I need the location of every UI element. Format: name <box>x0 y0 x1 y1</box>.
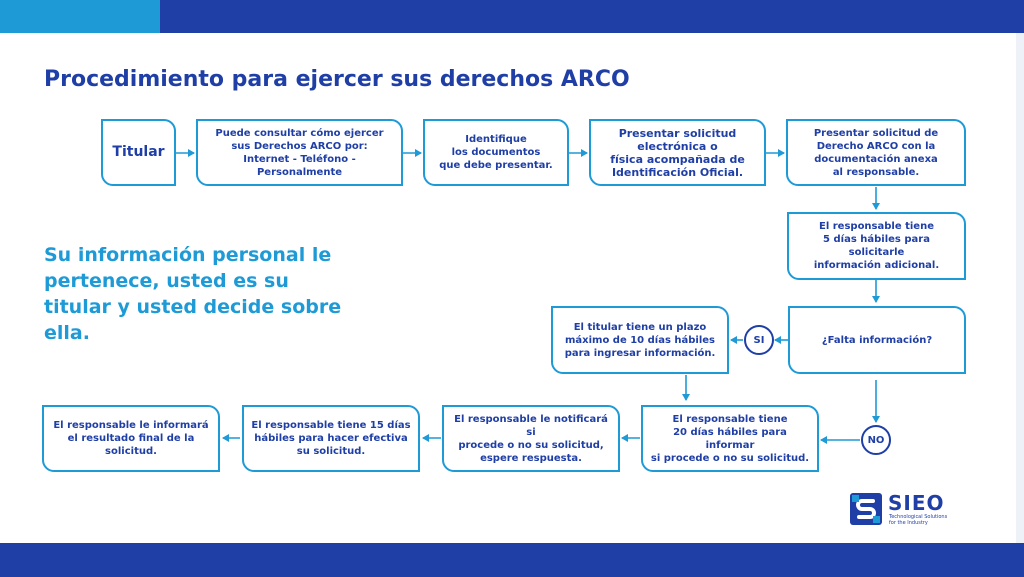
step-titular-plazo: El titular tiene un plazo máximo de 10 d… <box>551 306 729 374</box>
logo-subtitle: Technological Solutions for the Industry <box>889 514 948 526</box>
step-notificara: El responsable le notificará si procede … <box>442 405 620 472</box>
decision-no: NO <box>861 425 891 455</box>
top-bar <box>0 0 1024 33</box>
step-consultar: Puede consultar cómo ejercer sus Derecho… <box>196 119 403 186</box>
panel-edge <box>1016 33 1024 543</box>
tagline: Su información personal le pertenece, us… <box>44 244 342 344</box>
step-falta-informacion: ¿Falta información? <box>788 306 966 374</box>
top-accent-bar <box>0 0 160 33</box>
step-veinte-dias: El responsable tiene 20 días hábiles par… <box>641 405 819 472</box>
step-quince-dias: El responsable tiene 15 días hábiles par… <box>242 405 420 472</box>
sieo-logo: SIEO Technological Solutions for the Ind… <box>848 491 968 531</box>
step-titular: Titular <box>101 119 176 186</box>
step-presentar-derecho: Presentar solicitud de Derecho ARCO con … <box>786 119 966 186</box>
logo-name: SIEO <box>888 491 945 515</box>
bottom-bar <box>0 543 1024 577</box>
step-identifique: Identifique los documentos que debe pres… <box>423 119 569 186</box>
page-title: Procedimiento para ejercer sus derechos … <box>44 67 630 92</box>
sieo-logo-icon <box>850 493 882 525</box>
step-presentar-solicitud: Presentar solicitud electrónica o física… <box>589 119 766 186</box>
step-cinco-dias: El responsable tiene 5 días hábiles para… <box>787 212 966 280</box>
decision-si: SI <box>744 325 774 355</box>
step-resultado: El responsable le informará el resultado… <box>42 405 220 472</box>
